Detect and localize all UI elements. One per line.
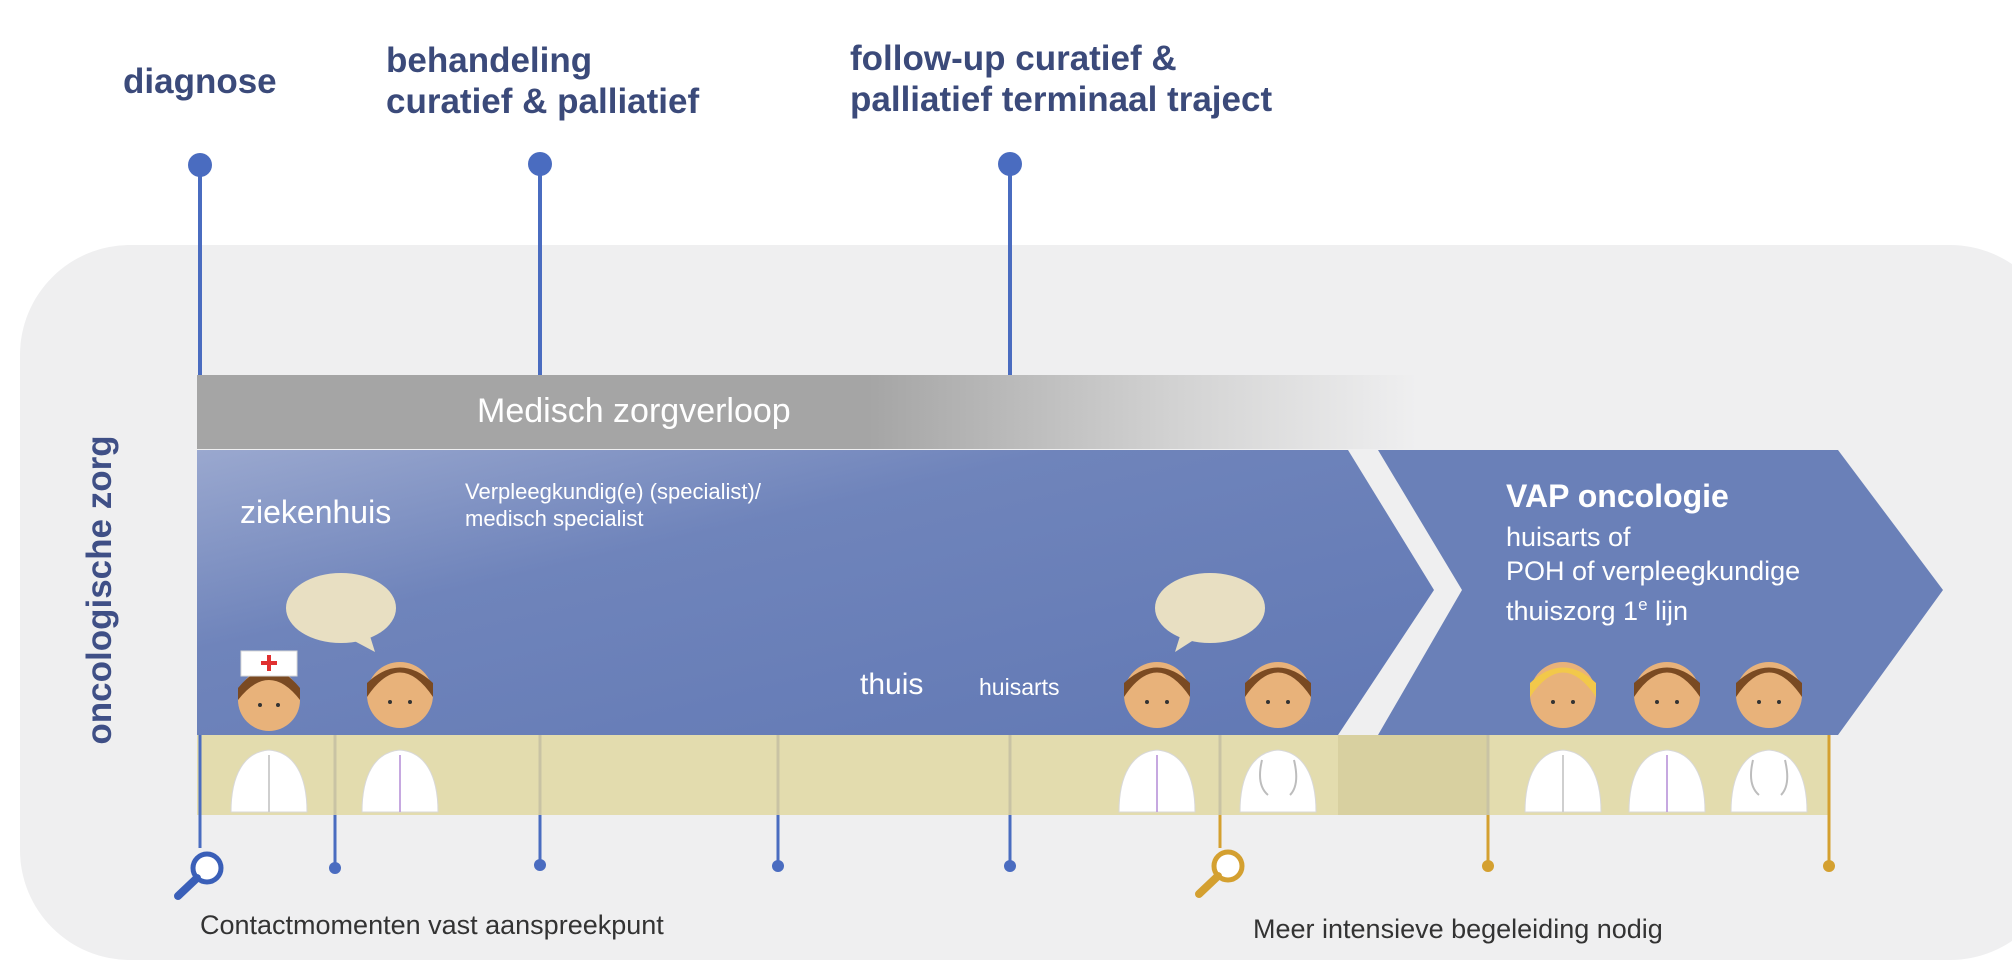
vap-line3-suffix: lijn (1647, 596, 1689, 626)
hospital-roles-line2: medisch specialist (465, 506, 644, 531)
gp-icon (1730, 662, 1808, 813)
hospital-roles-line1: Verpleegkundig(e) (specialist)/ (465, 479, 761, 504)
phase-followup-line1: follow-up curatief & (850, 39, 1177, 78)
speech-bubble-icon (1155, 573, 1265, 652)
hospital-home-arrow (197, 450, 1434, 735)
doctor-icon (361, 662, 439, 813)
gp-icon (1239, 662, 1317, 813)
phase-followup-line2: palliatief terminaal traject (850, 80, 1273, 119)
home-label: thuis (860, 668, 924, 701)
vap-line3-prefix: thuiszorg 1 (1506, 596, 1639, 626)
vap-title: VAP oncologie (1506, 478, 1729, 514)
band-label: Medisch zorgverloop (477, 392, 791, 430)
nurse-icon (230, 650, 308, 813)
hospital-roles: Verpleegkundig(e) (specialist)/ medisch … (465, 478, 761, 532)
magnifier-icon (174, 851, 224, 900)
phase-behandeling-line2: curatief & palliatief (386, 82, 700, 121)
medical-care-band (197, 375, 1417, 449)
hospital-label: ziekenhuis (240, 494, 392, 530)
contact-marker (329, 815, 341, 874)
vap-line3: thuiszorg 1e lijn (1506, 588, 1800, 628)
contact-marker (1482, 815, 1494, 872)
phase-marker-behandeling (528, 152, 552, 376)
phase-behandeling: behandeling curatief & palliatief (386, 40, 699, 122)
speech-bubble-icon (286, 573, 396, 652)
vap-line1: huisarts of (1506, 522, 1631, 552)
vap-line3-sup: e (1638, 595, 1648, 614)
timeline-track-shade (1338, 735, 1488, 815)
nurse-icon (1524, 662, 1602, 813)
phase-diagnose: diagnose (123, 62, 277, 101)
vap-details: huisarts of POH of verpleegkundige thuis… (1506, 520, 1800, 628)
contact-marker (772, 815, 784, 872)
bottom-label-right: Meer intensieve begeleiding nodig (1253, 914, 1663, 944)
phase-behandeling-line1: behandeling (386, 41, 593, 80)
phase-followup: follow-up curatief & palliatief terminaa… (850, 38, 1272, 120)
contact-marker (1823, 815, 1835, 872)
doctor-icon (1118, 662, 1196, 813)
vap-line2: POH of verpleegkundige (1506, 556, 1801, 586)
vap-chevron-arrow (1378, 450, 1943, 735)
contact-marker (534, 815, 546, 871)
doctor-icon (1628, 662, 1706, 813)
phase-marker-diagnose (188, 153, 212, 376)
bottom-label-left: Contactmomenten vast aanspreekpunt (200, 910, 664, 940)
contact-marker (1004, 815, 1016, 872)
home-role: huisarts (979, 674, 1060, 700)
contact-markers (198, 815, 1835, 874)
magnifier-icon (1195, 849, 1245, 898)
track-dividers (333, 735, 1490, 815)
phase-marker-followup (998, 152, 1022, 376)
